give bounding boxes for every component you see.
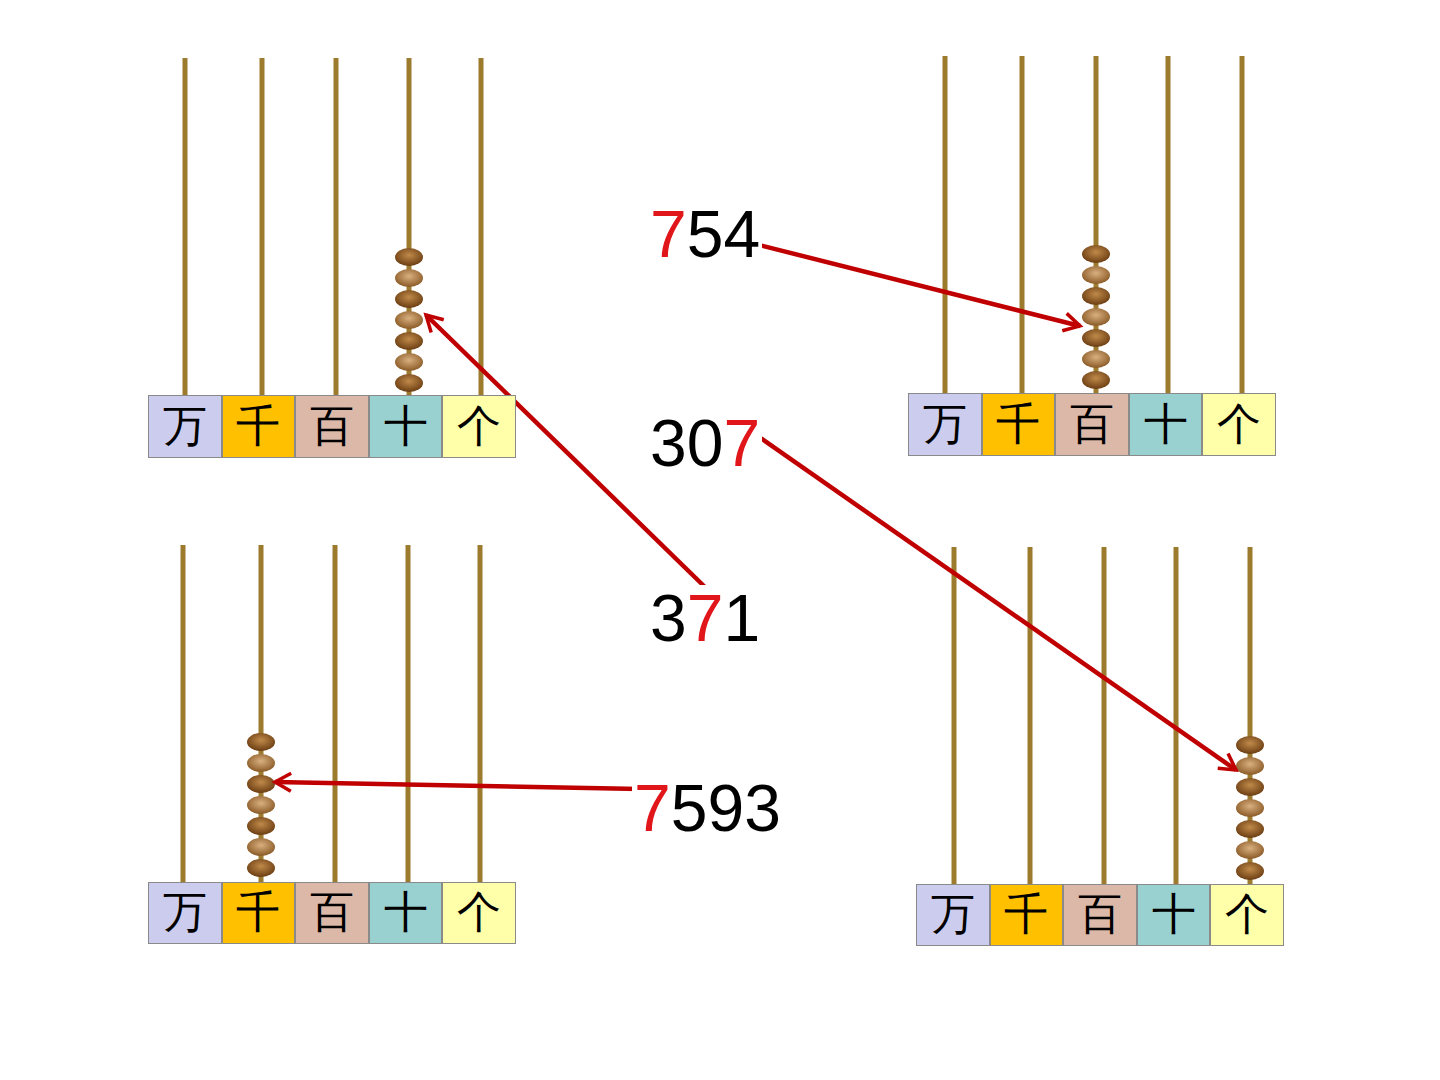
- place-value-box: 万: [148, 395, 222, 458]
- place-value-name: 万: [163, 891, 207, 935]
- abacus-bead: [395, 332, 423, 350]
- abacus-bead: [1082, 350, 1110, 368]
- place-value-name: 百: [310, 891, 354, 935]
- abacus-rod: [334, 58, 339, 395]
- abacus-bead: [1236, 778, 1264, 796]
- abacus-rod: [1102, 547, 1107, 884]
- abacus-rod: [1020, 56, 1025, 393]
- place-value-box: 千: [982, 393, 1056, 456]
- place-value-name: 千: [1004, 893, 1048, 937]
- place-value-box: 万: [916, 884, 990, 946]
- place-value-name: 个: [1217, 403, 1261, 447]
- abacus-bead: [247, 817, 275, 835]
- place-value-box: 个: [1210, 884, 1284, 946]
- place-value-name: 万: [923, 403, 967, 447]
- abacus-beads: [247, 245, 1264, 880]
- abacus-bead: [395, 248, 423, 266]
- abacus-rod: [952, 547, 957, 884]
- place-value-name: 百: [1070, 403, 1114, 447]
- abacus-bead: [1236, 841, 1264, 859]
- place-value-name: 个: [457, 405, 501, 449]
- place-value-box: 百: [1055, 393, 1129, 456]
- abacus-bead: [1236, 820, 1264, 838]
- abacus-rod: [1240, 56, 1245, 393]
- abacus-rod: [1166, 56, 1171, 393]
- place-value-name: 十: [1152, 893, 1196, 937]
- abacus-bead: [247, 838, 275, 856]
- place-value-box: 千: [222, 882, 296, 944]
- abacus-bead: [1082, 266, 1110, 284]
- place-value-box: 百: [295, 882, 369, 944]
- place-value-box: 千: [990, 884, 1064, 946]
- place-value-name: 个: [1225, 893, 1269, 937]
- place-value-name: 百: [310, 405, 354, 449]
- abacus-bead: [247, 775, 275, 793]
- pointer-arrows: [275, 222, 1236, 789]
- abacus-bead: [1236, 862, 1264, 880]
- place-value-box: 千: [222, 395, 296, 458]
- abacus-bead: [1236, 799, 1264, 817]
- abacus-rod: [406, 545, 411, 882]
- place-value-name: 千: [996, 403, 1040, 447]
- abacus-rod: [479, 58, 484, 395]
- abacus-bead: [395, 353, 423, 371]
- abacus-bead: [1236, 736, 1264, 754]
- abacus-bead: [1236, 757, 1264, 775]
- place-value-box: 百: [295, 395, 369, 458]
- place-value-name: 万: [931, 893, 975, 937]
- number-label: 371: [648, 585, 762, 651]
- abacus-rod: [181, 545, 186, 882]
- number-label: 754: [648, 201, 762, 267]
- abacus-bead: [1082, 245, 1110, 263]
- abacus-bead: [395, 269, 423, 287]
- place-value-box: 十: [1137, 884, 1211, 946]
- abacus-bead: [247, 754, 275, 772]
- place-value-box: 万: [908, 393, 982, 456]
- abacus-bead: [395, 290, 423, 308]
- abacus-bead: [1082, 329, 1110, 347]
- abacus-bead: [247, 733, 275, 751]
- abacus-rods: [183, 56, 1250, 884]
- abacus-bead: [395, 311, 423, 329]
- place-value-box: 十: [369, 882, 443, 944]
- place-value-name: 千: [236, 405, 280, 449]
- abacus-rod: [1174, 547, 1179, 884]
- place-value-name: 十: [384, 405, 428, 449]
- place-value-box: 个: [442, 882, 516, 944]
- abacus-rod: [943, 56, 948, 393]
- place-value-box: 万: [148, 882, 222, 944]
- place-value-name: 百: [1078, 893, 1122, 937]
- place-value-box: 个: [442, 395, 516, 458]
- number-label: 307: [648, 410, 762, 476]
- abacus-bead: [247, 796, 275, 814]
- place-value-name: 十: [384, 891, 428, 935]
- place-value-box: 十: [369, 395, 443, 458]
- place-value-name: 个: [457, 891, 501, 935]
- abacus-bead: [1082, 287, 1110, 305]
- abacus-rod: [1028, 547, 1033, 884]
- place-value-box: 个: [1202, 393, 1276, 456]
- abacus-bead: [395, 374, 423, 392]
- place-value-name: 万: [163, 405, 207, 449]
- abacus-bead: [1082, 308, 1110, 326]
- abacus-rod: [478, 545, 483, 882]
- abacus-rod: [260, 58, 265, 395]
- place-value-box: 百: [1063, 884, 1137, 946]
- place-value-name: 十: [1144, 403, 1188, 447]
- place-value-box: 十: [1129, 393, 1203, 456]
- abacus-bead: [247, 859, 275, 877]
- abacus-bead: [1082, 371, 1110, 389]
- abacus-rod: [183, 58, 188, 395]
- abacus-rod: [333, 545, 338, 882]
- number-label: 7593: [632, 775, 783, 841]
- place-value-name: 千: [236, 891, 280, 935]
